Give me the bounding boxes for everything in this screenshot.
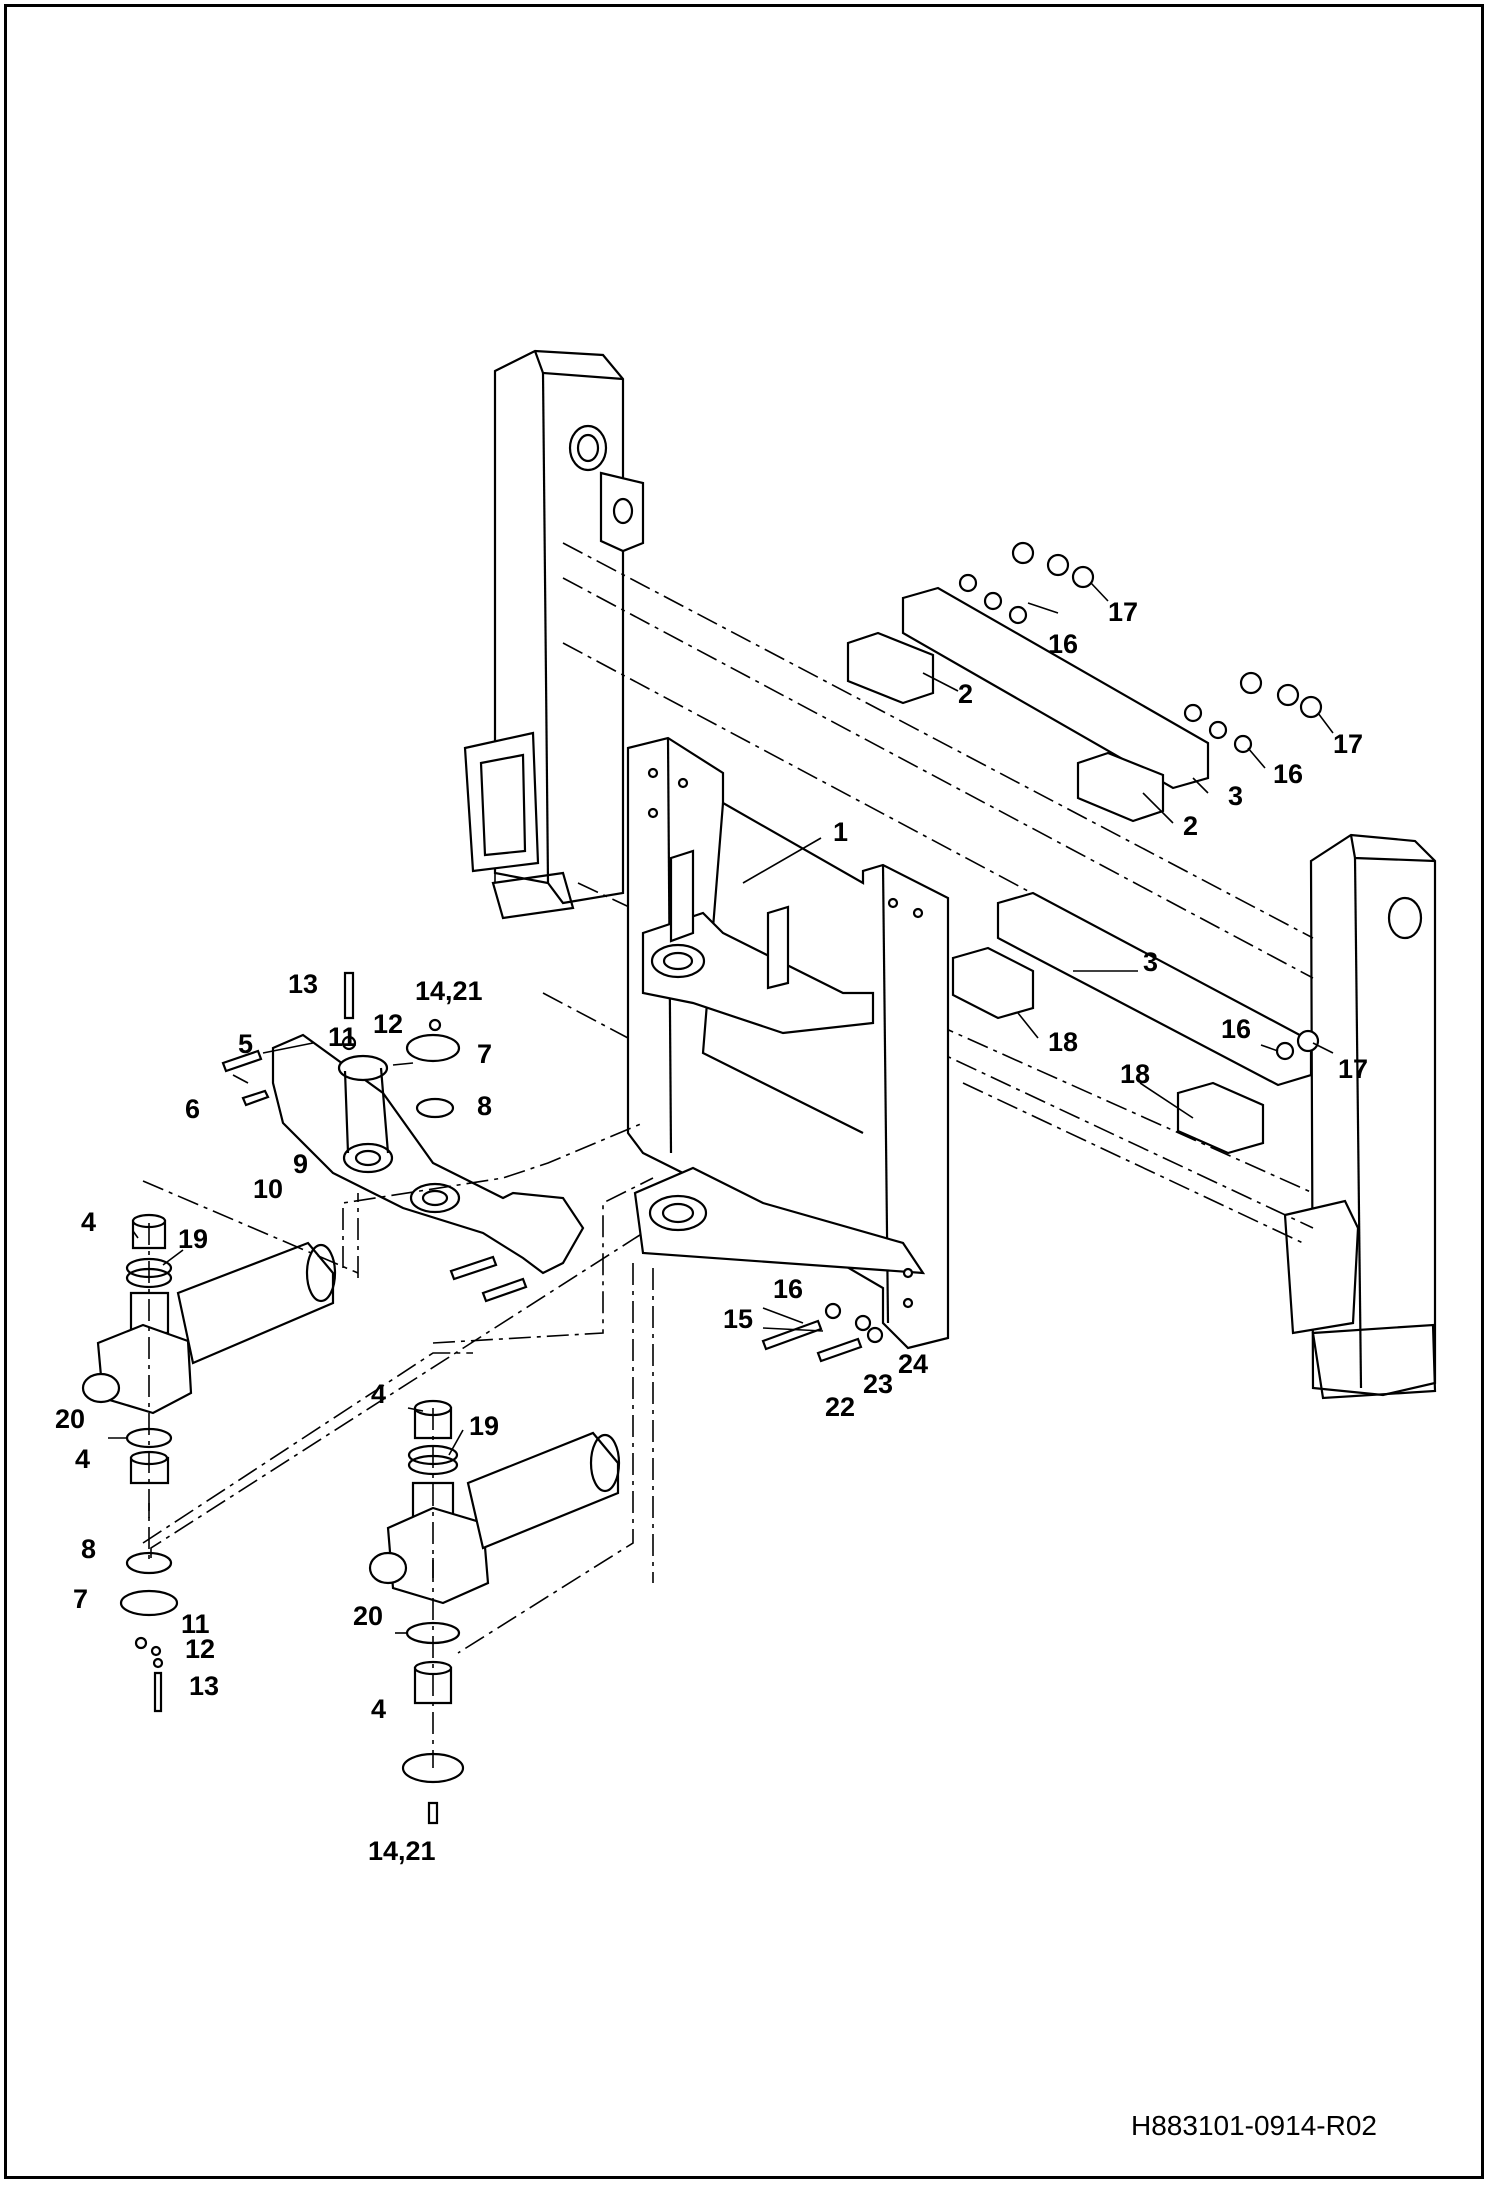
leader-lines <box>108 582 1334 1634</box>
drawing-code: H883101-0914-R02 <box>1131 2110 1377 2141</box>
callout-17: 17 <box>1333 729 1363 759</box>
callout-19: 19 <box>178 1224 208 1254</box>
right-mast-rail <box>1283 833 1437 1400</box>
spacer-plates <box>846 586 1313 1155</box>
callout-17: 17 <box>1338 1054 1368 1084</box>
fastener-hardware <box>761 541 1323 1363</box>
carriage-frame <box>626 736 950 1350</box>
callout-15: 15 <box>723 1304 753 1334</box>
callout-22: 22 <box>825 1392 855 1422</box>
callout-13: 13 <box>189 1671 219 1701</box>
callout-20: 20 <box>353 1601 383 1631</box>
callout-20: 20 <box>55 1404 85 1434</box>
callout-17: 17 <box>1108 597 1138 627</box>
part-callouts: 1 2 2 3 3 4 4 4 4 5 6 7 7 8 8 9 10 11 11… <box>55 597 1368 1866</box>
callout-5: 5 <box>238 1029 253 1059</box>
callout-19: 19 <box>469 1411 499 1441</box>
callout-23: 23 <box>863 1369 893 1399</box>
drawing-frame: 1 2 2 3 3 4 4 4 4 5 6 7 7 8 8 9 10 11 11… <box>4 4 1484 2179</box>
callout-18: 18 <box>1120 1059 1150 1089</box>
callout-3: 3 <box>1143 947 1158 977</box>
callout-13: 13 <box>288 969 318 999</box>
exploded-parts-diagram: 1 2 2 3 3 4 4 4 4 5 6 7 7 8 8 9 10 11 11… <box>55 349 1437 2141</box>
callout-16: 16 <box>1048 629 1078 659</box>
axle-beam <box>221 971 585 1303</box>
callout-6: 6 <box>185 1094 200 1124</box>
callout-11: 11 <box>328 1022 357 1052</box>
callout-14-21: 14,21 <box>368 1836 436 1866</box>
callout-1: 1 <box>833 817 848 847</box>
callout-4: 4 <box>371 1379 386 1409</box>
callout-8: 8 <box>81 1534 96 1564</box>
callout-24: 24 <box>898 1349 928 1379</box>
callout-8: 8 <box>477 1091 492 1121</box>
callout-14-21: 14,21 <box>415 976 483 1006</box>
right-knuckle-assembly <box>368 1399 621 1825</box>
left-mast-rail <box>463 349 645 920</box>
callout-4: 4 <box>75 1444 90 1474</box>
callout-12: 12 <box>185 1634 215 1664</box>
callout-12: 12 <box>373 1009 403 1039</box>
callout-16: 16 <box>1221 1014 1251 1044</box>
assembly-center-lines <box>142 992 654 1654</box>
callout-7: 7 <box>73 1584 88 1614</box>
callout-10: 10 <box>253 1174 283 1204</box>
callout-9: 9 <box>293 1149 308 1179</box>
callout-2: 2 <box>1183 811 1198 841</box>
left-knuckle-assembly <box>81 1213 337 1713</box>
callout-2: 2 <box>958 679 973 709</box>
callout-16: 16 <box>1273 759 1303 789</box>
callout-11: 11 <box>181 1609 210 1639</box>
callout-16: 16 <box>773 1274 803 1304</box>
callout-7: 7 <box>477 1039 492 1069</box>
callout-3: 3 <box>1228 781 1243 811</box>
callout-4: 4 <box>81 1207 96 1237</box>
callout-4: 4 <box>371 1694 386 1724</box>
callout-18: 18 <box>1048 1027 1078 1057</box>
